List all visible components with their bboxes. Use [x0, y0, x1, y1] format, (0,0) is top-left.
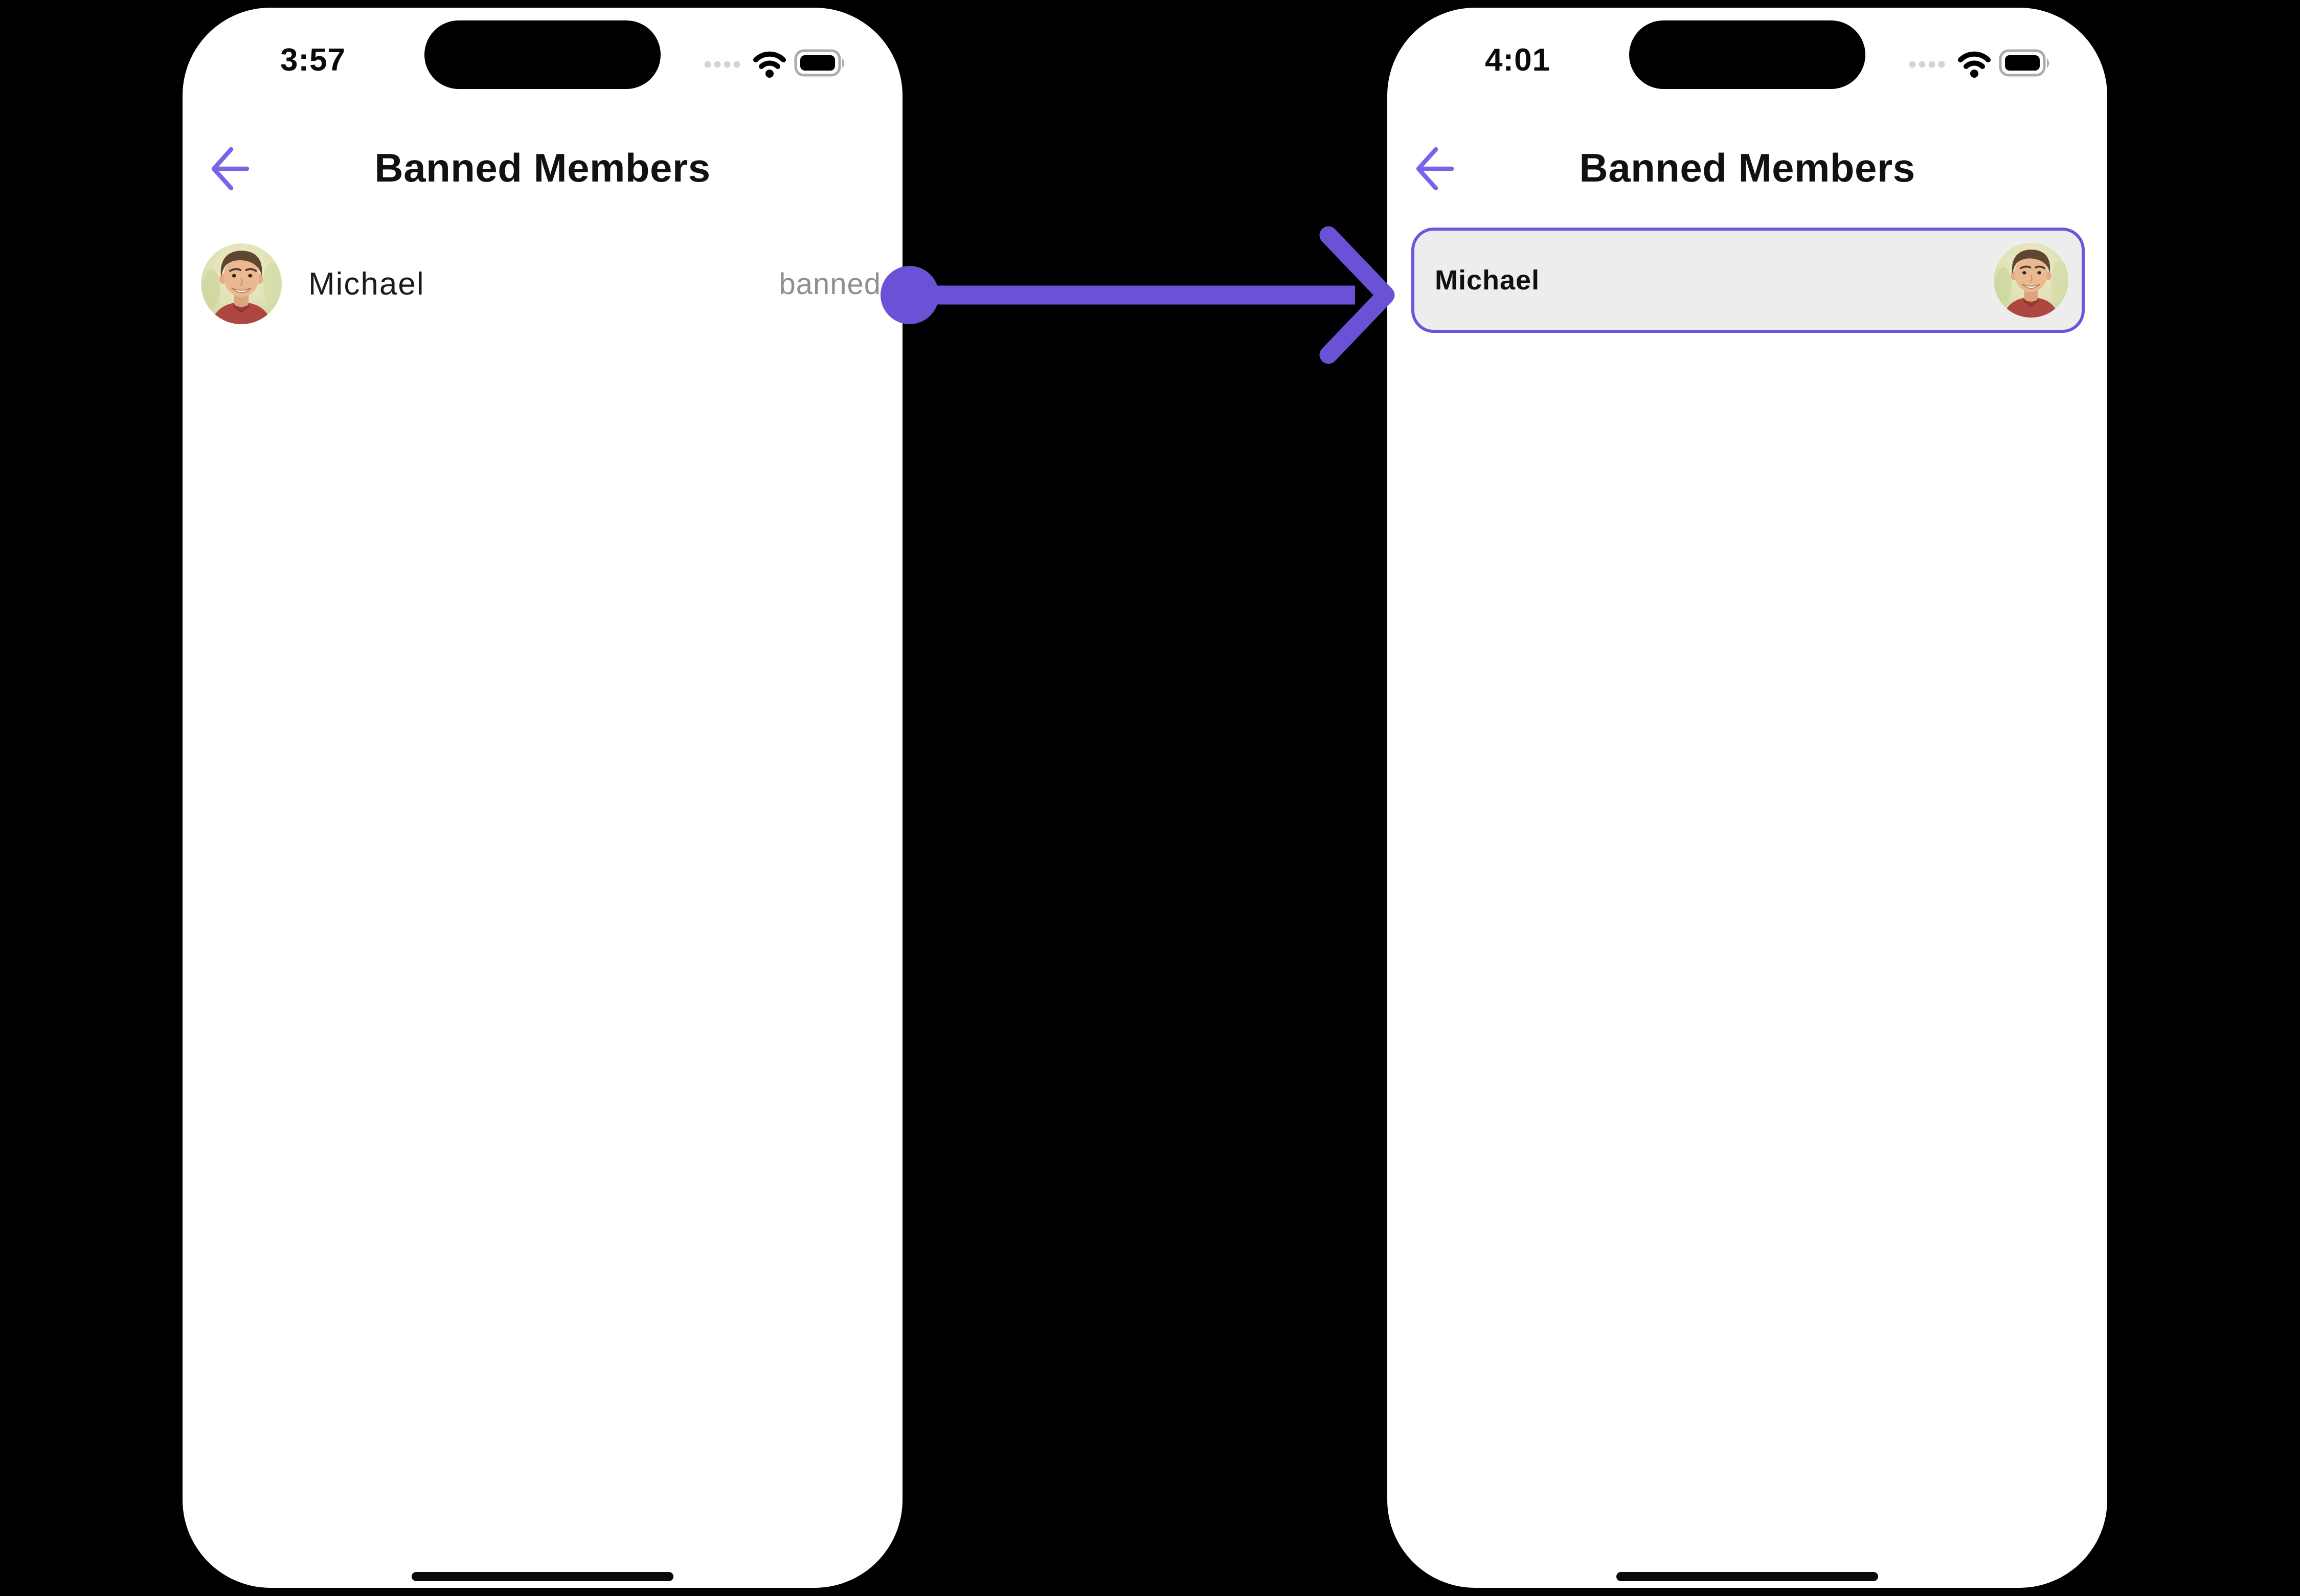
dynamic-island [1629, 20, 1865, 89]
member-avatar [1994, 243, 2068, 318]
status-icons [1908, 48, 2053, 79]
iphone-frame-right: 4:01 Banned Members Michael [1387, 8, 2107, 1588]
banned-status-badge: banned [779, 267, 881, 301]
dynamic-island [424, 20, 661, 89]
home-indicator [412, 1572, 673, 1581]
status-time: 4:01 [1484, 42, 1551, 78]
member-name: Michael [1435, 265, 1540, 296]
page-title: Banned Members [1579, 145, 1915, 190]
iphone-frame-left: 3:57 Banned Members Michael banned [183, 8, 903, 1588]
selected-member-card[interactable]: Michael [1411, 228, 2085, 333]
cellular-wifi-battery-icons [705, 51, 845, 78]
back-button[interactable] [1415, 146, 1455, 192]
back-arrow-icon [1416, 147, 1454, 191]
member-avatar [201, 243, 282, 324]
back-arrow-icon [211, 147, 250, 191]
banned-member-row[interactable]: Michael banned [201, 243, 881, 324]
status-time: 3:57 [280, 42, 346, 78]
cellular-wifi-battery-icons [1909, 51, 2049, 78]
arrow-head-icon [1319, 226, 1395, 364]
page-title: Banned Members [374, 145, 711, 190]
member-name: Michael [308, 266, 425, 302]
status-icons [703, 48, 848, 79]
back-button[interactable] [210, 146, 250, 192]
home-indicator [1616, 1572, 1878, 1581]
